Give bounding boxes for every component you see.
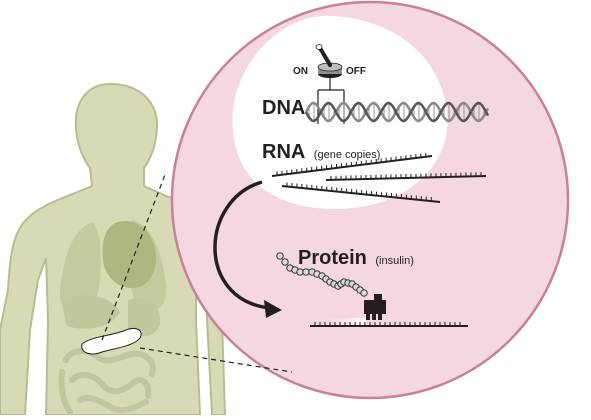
protein-chain-icon (276, 252, 368, 297)
amino-acid-bead (281, 258, 289, 266)
amino-acid-bead (360, 289, 368, 297)
dna-strand-front (304, 101, 490, 123)
dna-helix-icon (304, 101, 490, 123)
mrna-strand (310, 322, 468, 327)
rna-main-label: RNA (262, 141, 305, 163)
ribosome (364, 294, 386, 320)
amino-acid-bead (296, 268, 304, 276)
liver (62, 295, 120, 329)
heart (102, 220, 157, 288)
protein-main-label: Protein (298, 247, 367, 269)
dna-label: DNA (262, 97, 305, 119)
rna-strands (271, 152, 487, 203)
amino-acid-bead (276, 252, 284, 260)
stomach (128, 298, 161, 337)
intestines (58, 348, 156, 415)
rna-label: RNA (gene copies) (262, 141, 380, 163)
rna-strand-1 (271, 155, 433, 177)
protein-note: (insulin) (375, 255, 414, 267)
amino-acid-bead (302, 268, 310, 276)
switch-on-label: ON (293, 66, 308, 77)
toggle-switch-icon (315, 44, 343, 78)
translation-glow (316, 318, 366, 326)
protein-label: Protein (insulin) (298, 247, 414, 269)
switch-off-label: OFF (346, 66, 366, 77)
rna-note: (gene copies) (314, 149, 381, 161)
human-body (0, 82, 227, 416)
zoom-lines (101, 171, 293, 373)
left-lung (59, 222, 101, 314)
pancreas-icon (81, 327, 142, 355)
rna-strand-3 (281, 185, 441, 203)
curved-arrow-icon (213, 180, 282, 318)
switch-bracket (317, 78, 345, 124)
